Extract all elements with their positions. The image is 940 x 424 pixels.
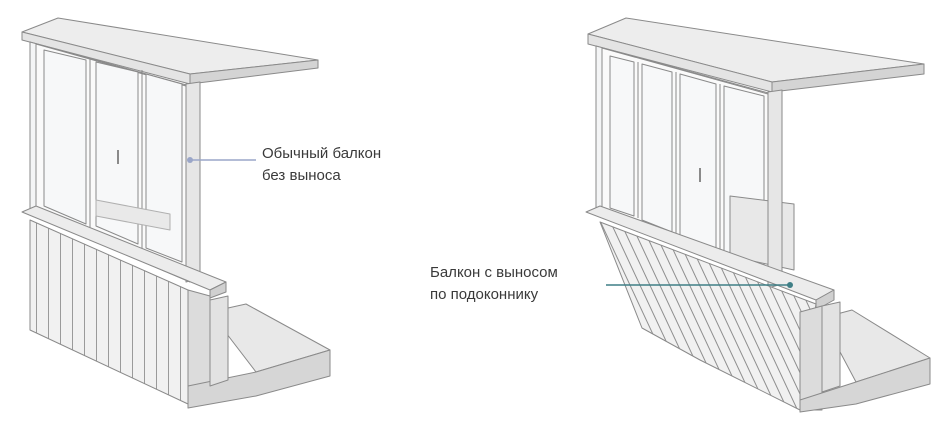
ordinary-balcony-illustration — [21, 17, 331, 409]
right-siding-slanted — [599, 221, 817, 411]
overhang-balcony-label: Балкон с выносом по подоконнику — [430, 262, 558, 306]
left-inner-wall — [209, 295, 229, 387]
left-slab-front — [187, 349, 331, 409]
left-sill-front — [209, 281, 227, 299]
left-corner-post — [185, 81, 201, 283]
right-support-side — [799, 305, 823, 411]
left-pane-3 — [145, 73, 183, 263]
overhang-balcony-label-line1: Балкон с выносом — [430, 264, 558, 281]
right-pane-1 — [609, 55, 635, 217]
ordinary-balcony-label: Обычный балкон без выноса — [262, 143, 381, 187]
right-pane-2 — [641, 63, 673, 233]
leader-dot-overhang-balcony — [787, 282, 793, 288]
ordinary-balcony-label-line2: без выноса — [262, 167, 341, 184]
right-corner-post — [767, 89, 783, 289]
overhang-balcony-label-line2: по подоконнику — [430, 286, 539, 303]
overhang-balcony-illustration — [585, 17, 931, 413]
leader-dot-ordinary-balcony — [187, 157, 193, 163]
left-pane-1 — [43, 49, 87, 225]
right-pane-3 — [679, 73, 717, 249]
right-slab-front — [799, 357, 931, 413]
ordinary-balcony-label-line1: Обычный балкон — [262, 145, 382, 162]
right-inner-wall — [821, 301, 841, 393]
left-inner-sill — [95, 199, 171, 231]
